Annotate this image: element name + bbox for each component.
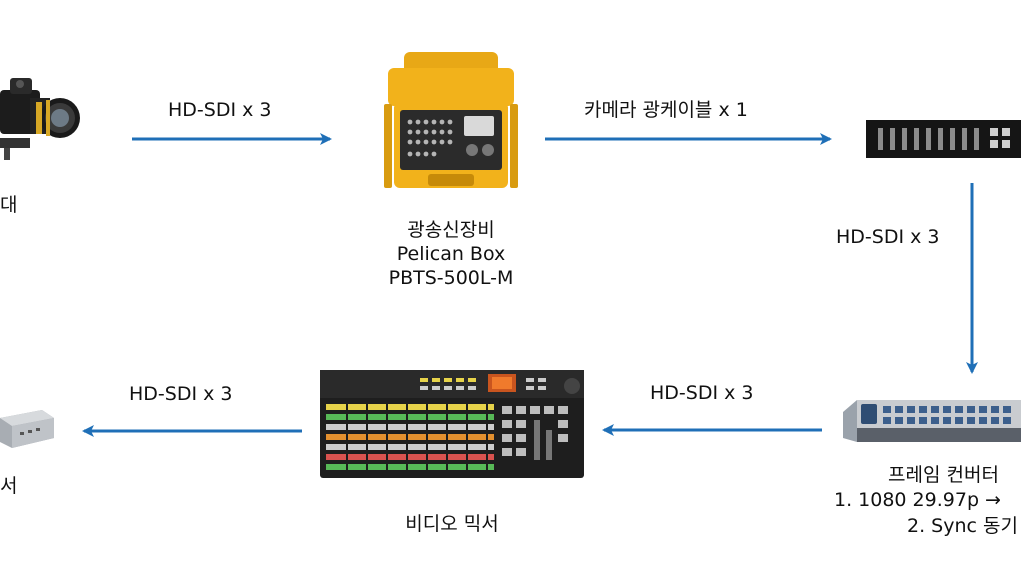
pelican-case-icon <box>384 52 518 188</box>
rack-server-icon <box>0 410 54 448</box>
converter-label-line1: 프레임 컨버터 <box>888 464 999 486</box>
label-mixer-to-output: HD-SDI x 3 <box>129 383 233 405</box>
cinema-camera-icon <box>0 78 80 160</box>
mixer-label: 비디오 믹서 <box>405 513 499 535</box>
pelican-label-line1: 광송신장비 <box>407 219 495 241</box>
output-label: 서 <box>0 475 18 497</box>
label-pelican-to-receiver: 카메라 광케이블 x 1 <box>584 99 748 121</box>
rack-receiver-icon <box>866 120 1021 158</box>
frame-converter-icon <box>843 400 1021 442</box>
pelican-label-line3: PBTS-500L-M <box>388 267 514 289</box>
camera-label: 대 <box>0 194 18 216</box>
converter-label-line2: 1. 1080 29.97p → <box>834 489 1001 511</box>
label-camera-to-pelican: HD-SDI x 3 <box>168 99 272 121</box>
label-receiver-to-converter: HD-SDI x 3 <box>836 226 940 248</box>
pelican-label-line2: Pelican Box <box>396 243 506 265</box>
converter-label-line3: 2. Sync 동기 <box>907 515 1018 537</box>
label-converter-to-mixer: HD-SDI x 3 <box>650 382 754 404</box>
video-mixer-icon <box>320 370 584 478</box>
